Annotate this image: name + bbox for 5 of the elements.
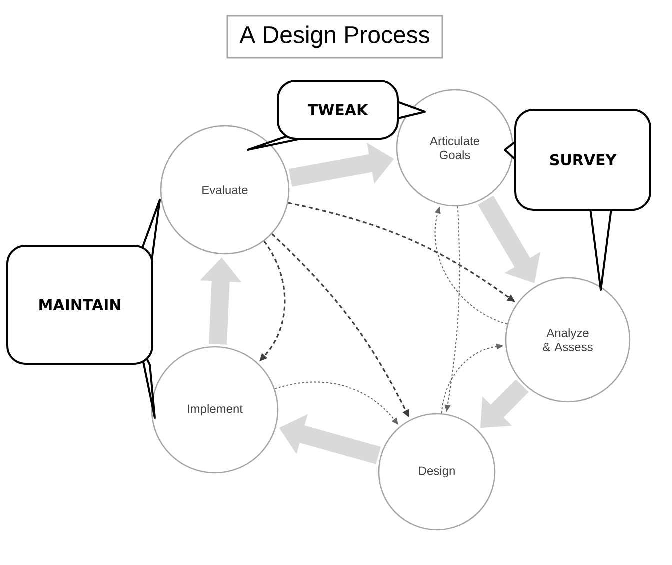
speech-bubble: TWEAK	[247, 80, 426, 151]
title-box: A Design Process	[226, 15, 444, 59]
speech-bubble: SURVEY	[504, 109, 652, 291]
node-label: SURVEY	[550, 154, 617, 166]
speech-bubble: MAINTAIN	[6, 199, 161, 419]
